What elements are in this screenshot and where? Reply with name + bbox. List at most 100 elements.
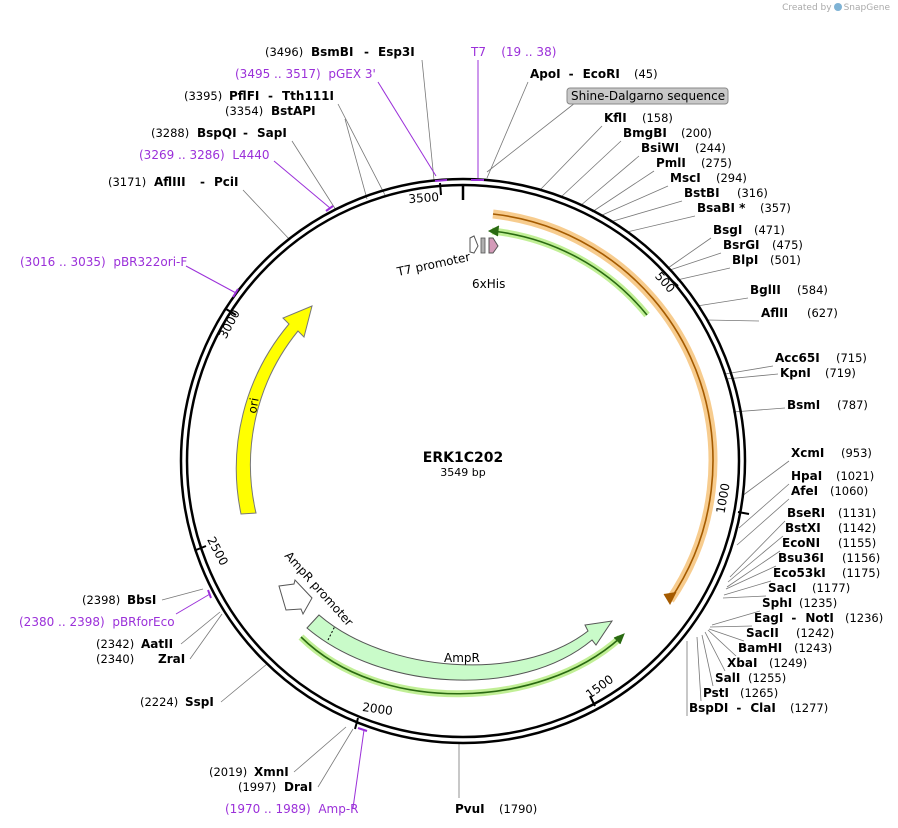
site-name-sali[interactable]: SalI: [715, 671, 740, 685]
ampr-promoter-arrow: [278, 578, 313, 616]
primer-mark-pbrforeco: [207, 589, 212, 599]
site-name-noti[interactable]: NotI: [805, 611, 834, 625]
site-name-zrai[interactable]: ZraI: [158, 652, 185, 666]
site-position: (1277): [790, 701, 828, 715]
primer-leader: [175, 593, 211, 615]
site-name-bsu36i[interactable]: Bsu36I: [778, 551, 824, 565]
site-position: (1177): [812, 581, 850, 595]
site-position: (3354): [225, 104, 263, 118]
site-name-blpi[interactable]: BlpI: [732, 253, 758, 267]
primer-labels: T7 (19 .. 38) (3495 .. 3517) pGEX 3' (3269…: [19, 45, 556, 816]
site-name-bseri[interactable]: BseRI: [787, 506, 825, 520]
site-leader-bstxi: [727, 535, 784, 583]
site-name-bstbi[interactable]: BstBI: [684, 186, 720, 200]
site-name-pvui[interactable]: PvuI: [455, 802, 485, 816]
site-name-xmni[interactable]: XmnI: [254, 765, 289, 779]
site-leader-afei: [736, 498, 790, 546]
site-leader-drai: [317, 728, 354, 788]
site-name-esp3i[interactable]: Esp3I: [378, 45, 415, 59]
site-name-xcmi[interactable]: XcmI: [791, 446, 824, 460]
primer-label[interactable]: (2380 .. 2398) pBRforEco: [19, 615, 175, 629]
site-separator: -: [200, 175, 205, 189]
ori-feature: [235, 305, 313, 515]
site-name-tth111i[interactable]: Tth111I: [282, 89, 334, 103]
site-position: (3171): [108, 175, 146, 189]
primer-leader-lines: [175, 60, 479, 809]
site-name-hpai[interactable]: HpaI: [791, 469, 822, 483]
site-name-bsrgi[interactable]: BsrGI: [723, 238, 760, 252]
snapgene-logo-icon: [833, 3, 842, 11]
site-name-bstapi[interactable]: BstAPI: [271, 104, 316, 118]
tick-1000: [737, 511, 750, 515]
site-name-aflii[interactable]: AflII: [761, 306, 788, 320]
site-name-bsiwi[interactable]: BsiWI: [641, 141, 679, 155]
tick-500: [667, 276, 679, 287]
tick-label-1500: 1500: [583, 672, 616, 701]
site-name-bspdi[interactable]: BspDI: [689, 701, 728, 715]
site-name-ecori[interactable]: EcoRI: [583, 67, 620, 81]
site-name-bsabi[interactable]: BsaBI *: [697, 201, 746, 215]
site-name-clai[interactable]: ClaI: [750, 701, 775, 715]
primer-leader: [185, 265, 237, 294]
site-separator: -: [791, 611, 796, 625]
site-name-afliii[interactable]: AflIII: [154, 175, 186, 189]
primer-label[interactable]: T7 (19 .. 38): [470, 45, 556, 59]
site-name-sacii[interactable]: SacII: [746, 626, 779, 640]
site-name-xbai[interactable]: XbaI: [727, 656, 757, 670]
site-name-eco53ki[interactable]: Eco53kI: [773, 566, 826, 580]
site-name-pmli[interactable]: PmlI: [656, 156, 686, 170]
site-leader-eagi: [709, 625, 753, 628]
primer-label[interactable]: (1970 .. 1989) Amp-R: [225, 802, 359, 816]
site-name-bglii[interactable]: BglII: [750, 283, 781, 297]
site-name-bbsi[interactable]: BbsI: [127, 593, 156, 607]
site-position: (1255): [748, 671, 786, 685]
site-name-bsmi[interactable]: BsmI: [787, 398, 820, 412]
site-leader-pmli: [591, 170, 655, 213]
site-name-econi[interactable]: EcoNI: [782, 536, 820, 550]
site-name-kpni[interactable]: KpnI: [780, 366, 811, 380]
site-name-kfli[interactable]: KflI: [604, 111, 627, 125]
site-name-psti[interactable]: PstI: [703, 686, 729, 700]
site-name-bmgbi[interactable]: BmgBI: [623, 126, 667, 140]
site-position: (1060): [830, 484, 868, 498]
site-position: (1175): [842, 566, 880, 580]
site-position: (1021): [836, 469, 874, 483]
site-name-sapi[interactable]: SapI: [257, 126, 287, 140]
site-name-pflfi[interactable]: PflFI: [229, 89, 259, 103]
site-name-bsgi[interactable]: BsgI: [713, 223, 742, 237]
ampr-orf-arrow-head: [613, 633, 625, 645]
site-leader-kfli: [539, 125, 603, 191]
site-name-bstxi[interactable]: BstXI: [785, 521, 821, 535]
ampr-promoter-overlap-mark: [327, 625, 336, 641]
site-name-aatii[interactable]: AatII: [141, 637, 173, 651]
primer-label[interactable]: (3016 .. 3035) pBR322ori-F: [20, 255, 187, 269]
site-name-pcii[interactable]: PciI: [214, 175, 239, 189]
site-leader-xbai: [704, 631, 726, 672]
site-position: (200): [681, 126, 712, 140]
site-name-saci[interactable]: SacI: [768, 581, 796, 595]
site-name-msci[interactable]: MscI: [670, 171, 701, 185]
rbs-marker: [480, 237, 486, 254]
site-name-sspi[interactable]: SspI: [185, 695, 214, 709]
site-leader-bamhi: [707, 629, 737, 657]
site-name-drai[interactable]: DraI: [284, 780, 312, 794]
site-position: (1790): [499, 802, 537, 816]
primer-label[interactable]: (3495 .. 3517) pGEX 3': [235, 67, 376, 81]
plasmid-length: 3549 bp: [440, 466, 485, 479]
site-name-eagi[interactable]: EagI: [754, 611, 783, 625]
site-leader-sspi: [220, 663, 268, 703]
primer-label[interactable]: (3269 .. 3286) L4440: [139, 148, 270, 162]
site-name-bamhi[interactable]: BamHI: [738, 641, 782, 655]
site-name-acc65i[interactable]: Acc65I: [775, 351, 820, 365]
his-tag-label: 6xHis: [472, 277, 505, 291]
site-leader-blpi: [676, 267, 731, 281]
site-name-sphi[interactable]: SphI: [762, 596, 792, 610]
site-name-afei[interactable]: AfeI: [791, 484, 818, 498]
site-name-bspqi[interactable]: BspQI: [197, 126, 237, 140]
site-leader-zrai: [189, 613, 223, 660]
site-leader-xcmi: [741, 460, 790, 497]
site-name-apoi[interactable]: ApoI: [530, 67, 561, 81]
shine-dalgarno-badge[interactable]: [566, 87, 729, 105]
site-name-bsmbi[interactable]: BsmBI: [311, 45, 353, 59]
insert-arc: [492, 213, 714, 601]
